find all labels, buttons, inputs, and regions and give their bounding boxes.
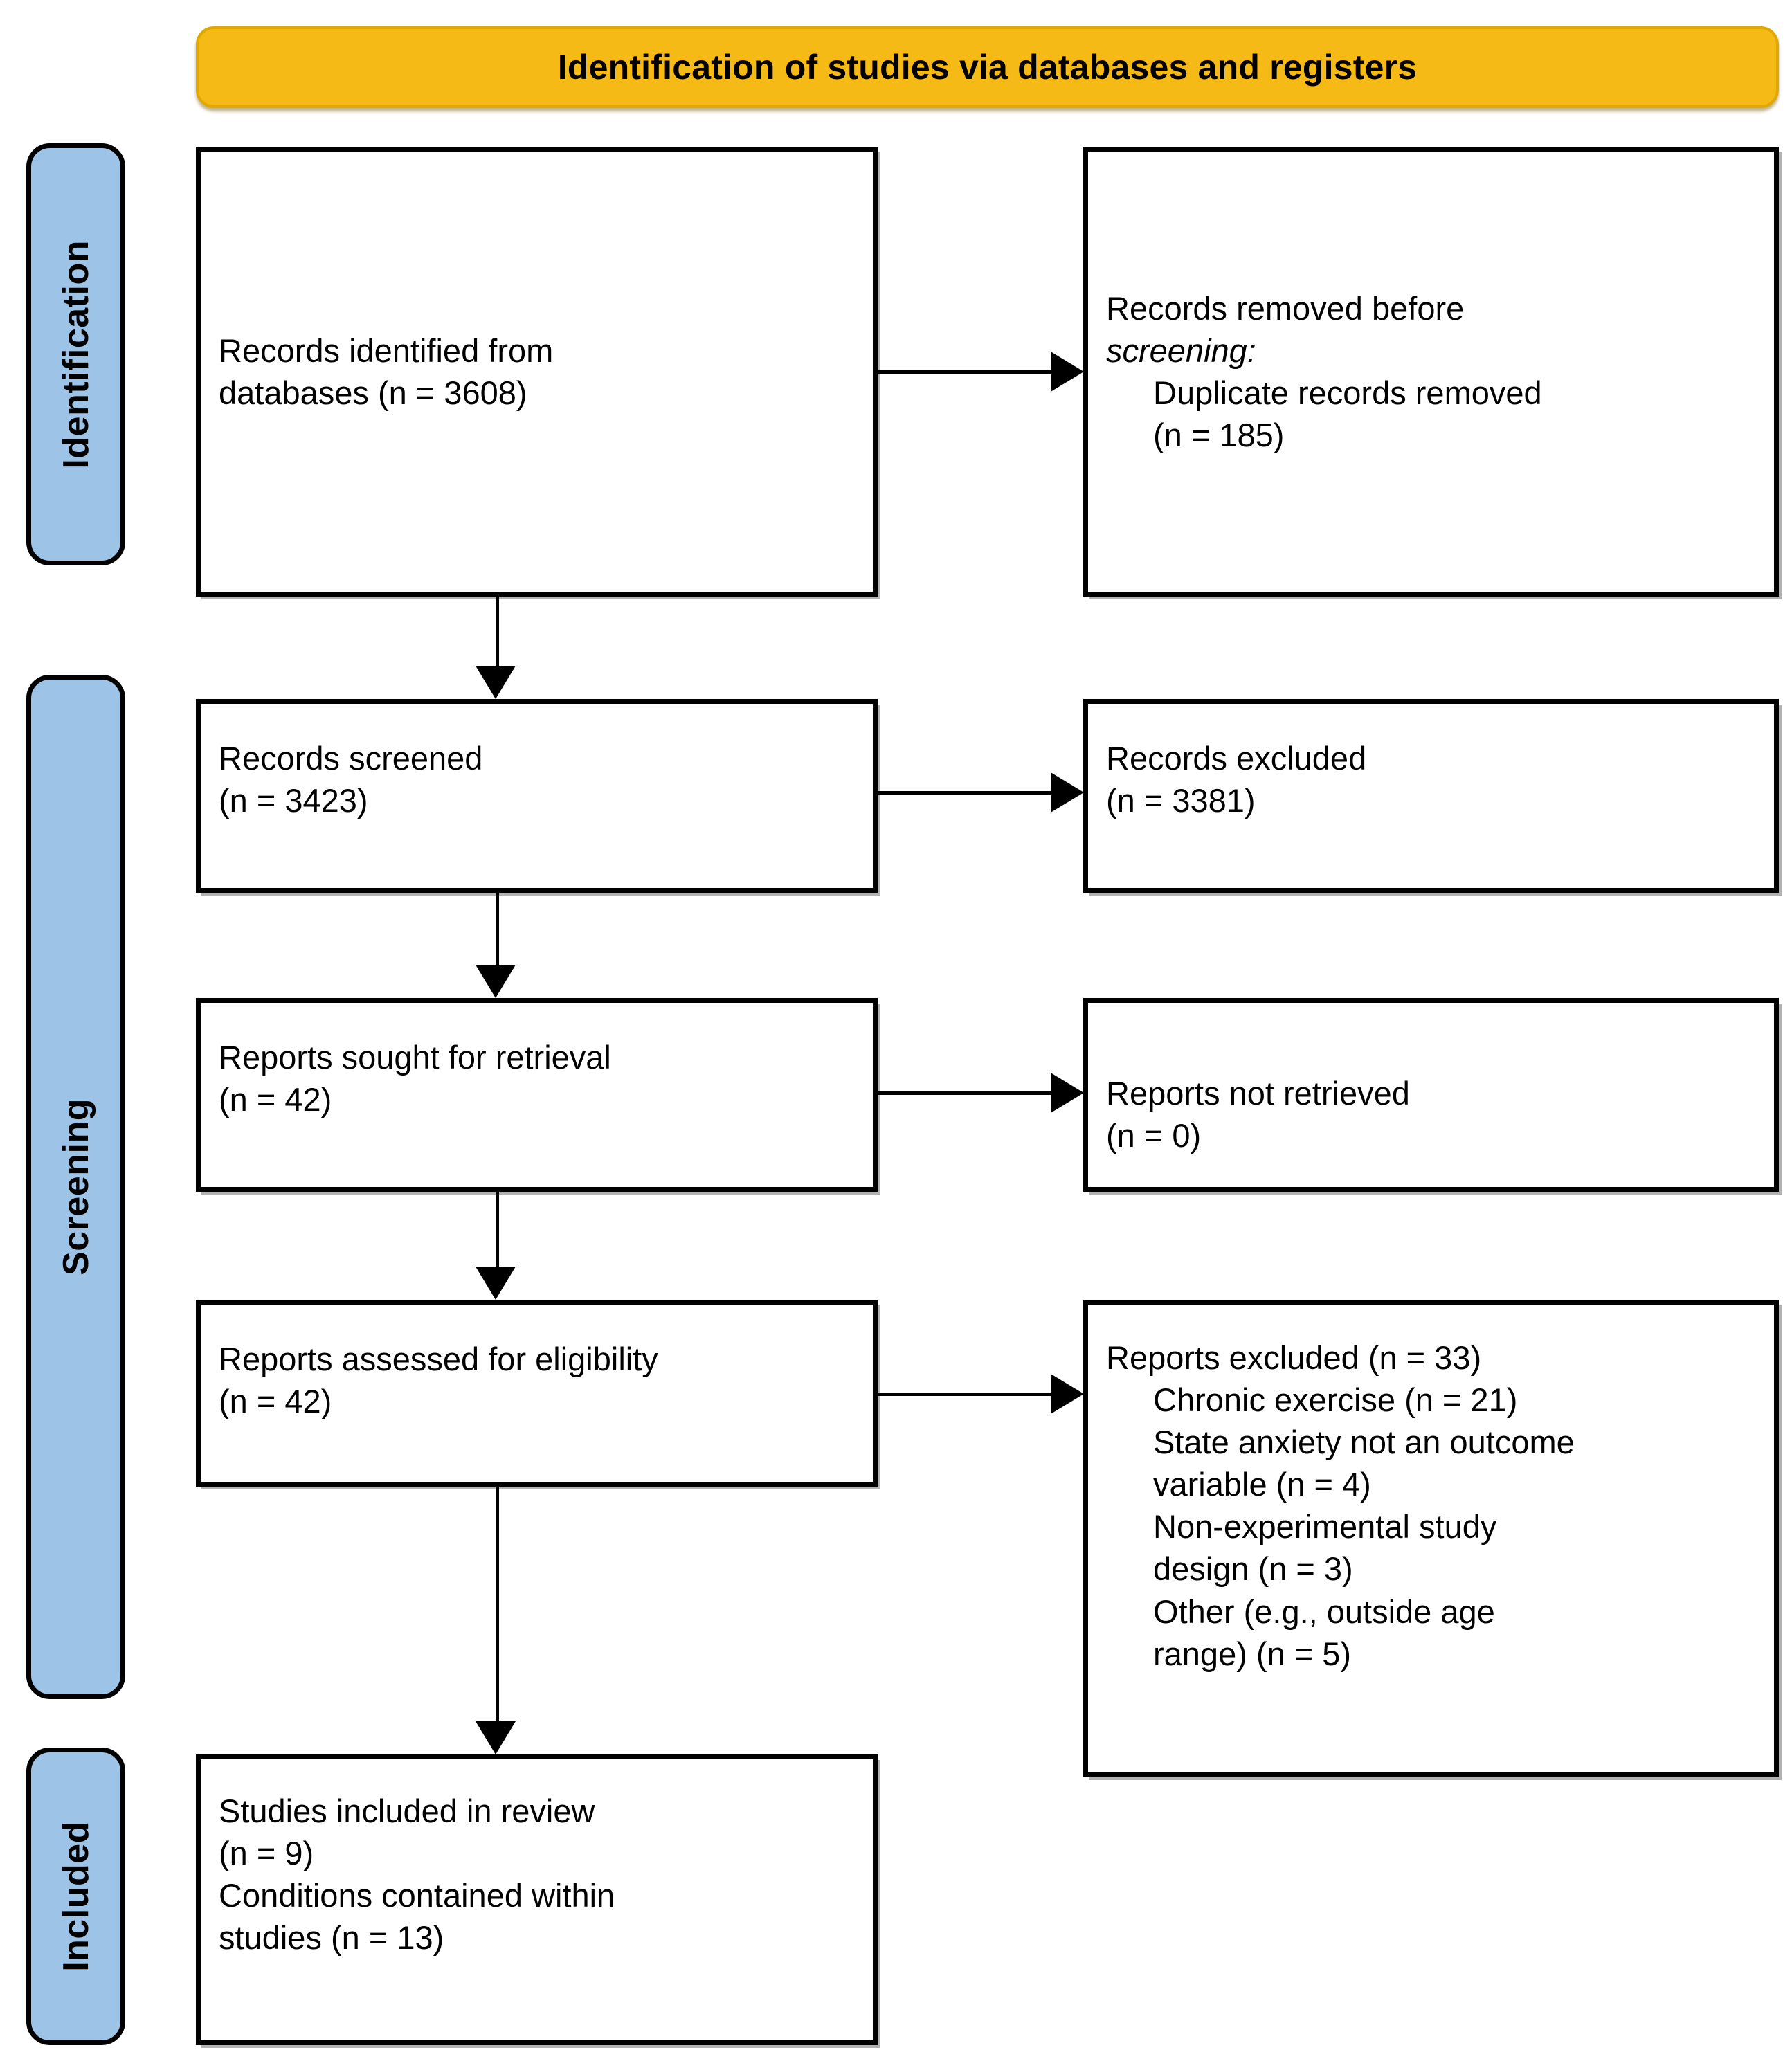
box-records-removed-line-4: (n = 185) [1153, 417, 1285, 454]
connector-assessed-to-included-line [496, 1487, 499, 1725]
box-studies-included-line-1: Studies included in review [219, 1793, 595, 1829]
box-reports-not-retrieved: Reports not retrieved (n = 0) [1083, 998, 1779, 1192]
connector-assessed-to-reportsexcluded-arrowhead [1051, 1374, 1084, 1414]
phase-tab-included-label: Included [55, 1821, 96, 1972]
box-studies-included-in-review: Studies included in review (n = 9) Condi… [196, 1754, 878, 2045]
box-records-removed-line-2: screening: [1106, 332, 1256, 369]
box-studies-included-line-4: studies (n = 13) [219, 1919, 444, 1957]
connector-screened-to-sought-arrowhead [476, 965, 516, 998]
connector-assessed-to-included-arrowhead [476, 1721, 516, 1754]
box-records-removed-line-3: Duplicate records removed [1153, 374, 1542, 411]
connector-screened-to-excluded-arrowhead [1051, 772, 1084, 813]
box-records-excluded: Records excluded (n = 3381) [1083, 699, 1779, 893]
box-records-identified: Records identified from databases (n = 3… [196, 147, 878, 597]
box-records-removed-line-1-italic: before [1372, 289, 1465, 327]
connector-assessed-to-reportsexcluded-line [878, 1393, 1052, 1396]
box-records-screened: Records screened (n = 3423) [196, 699, 878, 893]
box-reports-excluded-heading: Reports excluded (n = 33) [1106, 1339, 1482, 1376]
box-records-removed-line-1: Records removed before [1106, 287, 1756, 329]
connector-sought-to-assessed-line [496, 1192, 499, 1269]
box-reports-not-retrieved-line-2: (n = 0) [1106, 1117, 1202, 1154]
box-records-identified-line-1: Records identified from [219, 332, 554, 369]
connector-sought-to-notretrieved-line [878, 1091, 1052, 1095]
box-reports-sought-line-2: (n = 42) [219, 1081, 332, 1118]
box-reports-excluded-reason-3b: design (n = 3) [1153, 1550, 1353, 1588]
phase-tab-included: Included [26, 1748, 125, 2045]
phase-tab-screening: Screening [26, 675, 125, 1699]
connector-sought-to-assessed-arrowhead [476, 1267, 516, 1300]
connector-screened-to-excluded-line [878, 791, 1052, 795]
phase-tab-identification: Identification [26, 143, 125, 565]
box-records-screened-line-2: (n = 3423) [219, 782, 368, 819]
box-reports-sought-for-retrieval: Reports sought for retrieval (n = 42) [196, 998, 878, 1192]
box-reports-excluded-with-reasons: Reports excluded (n = 33) Chronic exerci… [1083, 1300, 1779, 1777]
box-reports-assessed-for-eligibility: Reports assessed for eligibility (n = 42… [196, 1300, 878, 1487]
connector-sought-to-notretrieved-arrowhead [1051, 1073, 1084, 1113]
banner-title: Identification of studies via databases … [557, 48, 1418, 87]
box-reports-excluded-reason-2b: variable (n = 4) [1153, 1466, 1371, 1503]
box-reports-excluded-reason-3a: Non-experimental study [1153, 1508, 1497, 1545]
box-reports-excluded-reason-4a: Other (e.g., outside age [1153, 1593, 1495, 1630]
connector-identified-to-screened-arrowhead [476, 666, 516, 699]
box-studies-included-line-2: (n = 9) [219, 1835, 314, 1872]
connector-screened-to-sought-line [496, 893, 499, 969]
phase-tab-screening-label: Screening [55, 1098, 96, 1276]
box-records-screened-line-1: Records screened [219, 740, 483, 777]
box-records-removed-line-1-normal: Records removed [1106, 289, 1372, 327]
box-records-excluded-line-2: (n = 3381) [1106, 782, 1256, 819]
connector-identified-to-removed-arrowhead [1051, 352, 1084, 392]
connector-identified-to-screened-line [496, 597, 499, 669]
box-reports-sought-line-1: Reports sought for retrieval [219, 1039, 611, 1076]
box-reports-excluded-reason-1: Chronic exercise (n = 21) [1153, 1381, 1518, 1419]
box-records-removed-before-screening: Records removed before screening: Duplic… [1083, 147, 1779, 597]
connector-identified-to-removed-line [878, 370, 1052, 374]
box-reports-not-retrieved-line-1: Reports not retrieved [1106, 1075, 1410, 1112]
box-reports-assessed-line-2: (n = 42) [219, 1383, 332, 1420]
box-records-excluded-line-1: Records excluded [1106, 740, 1367, 777]
box-reports-assessed-line-1: Reports assessed for eligibility [219, 1341, 658, 1377]
phase-tab-identification-label: Identification [55, 239, 96, 469]
box-studies-included-line-3: Conditions contained within [219, 1877, 615, 1914]
box-reports-excluded-reason-4b: range) (n = 5) [1153, 1635, 1352, 1672]
banner-identification-header: Identification of studies via databases … [196, 26, 1779, 108]
box-records-identified-line-2: databases (n = 3608) [219, 374, 527, 411]
box-reports-excluded-reason-2a: State anxiety not an outcome [1153, 1424, 1575, 1461]
